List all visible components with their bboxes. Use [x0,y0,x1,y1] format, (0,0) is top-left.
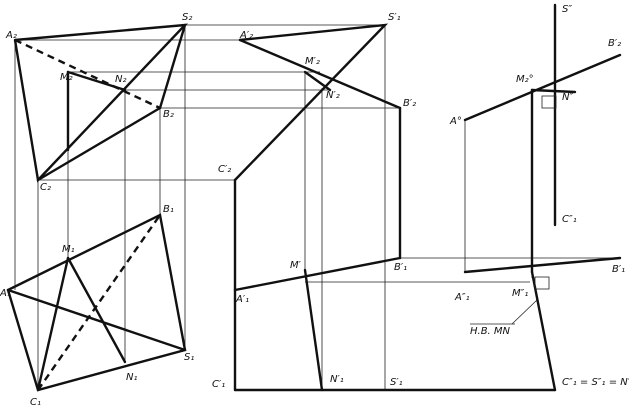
label-N2: N₂ [115,74,127,85]
label-M1pp: M″₁ [512,288,528,299]
label-S2: S₂ [182,12,192,23]
label-A1pp: A″₁ [454,292,470,303]
label-M2: M₂ [60,72,73,83]
secondary-projection [463,3,622,392]
label-M1: M₁ [62,244,75,255]
label-B2p: B′₂ [403,98,416,109]
label-Nsec: N″ [562,92,573,103]
label-C1: C₁ [30,397,41,407]
label-A2p: A′₂ [239,30,253,41]
label-Cbottom: C″₁ = S″₁ = N″₁ [562,377,629,388]
label-S1p: S′₁ [388,12,401,23]
label-Mp: M′ [290,260,302,271]
label-C1pp: C″₁ [562,214,577,225]
label-C1p: C′₁ [212,379,225,390]
label-M2o: M₂° [516,74,534,85]
label-N1p: N′₁ [330,374,344,385]
construction-lines [14,24,620,390]
label-N2p: N′₂ [326,90,340,101]
front-projection-pyramid [13,23,189,183]
label-A2: A₂ [5,30,17,41]
label-B1pp: B′₁ [612,264,625,275]
auxiliary-projection [233,23,557,392]
label-M2p: M′₂ [305,56,320,67]
label-Ssec: S″ [562,4,572,15]
label-Ao: A° [449,116,462,127]
label-B1p: B′₁ [394,262,407,273]
label-B1: B₁ [163,204,174,215]
label-C2p: C′₂ [218,164,231,175]
point-labels: A₂ S₂ M₂ N₂ B₂ C₂ B₁ M₁ A₁ S₁ N₁ C₁ A′₂ … [0,4,629,407]
label-B2pp: B′₂ [608,38,621,49]
top-projection-pyramid [6,213,187,392]
label-S1: S₁ [184,352,194,363]
true-length-annotation: Н.В. MN [470,326,511,337]
label-C2: C₂ [40,182,51,193]
label-A1: A₁ [0,288,11,299]
label-N1: N₁ [126,372,138,383]
label-B2: B₂ [163,109,174,120]
label-S1pp: S′₁ [390,377,403,388]
label-A1p: A′₁ [235,294,249,305]
